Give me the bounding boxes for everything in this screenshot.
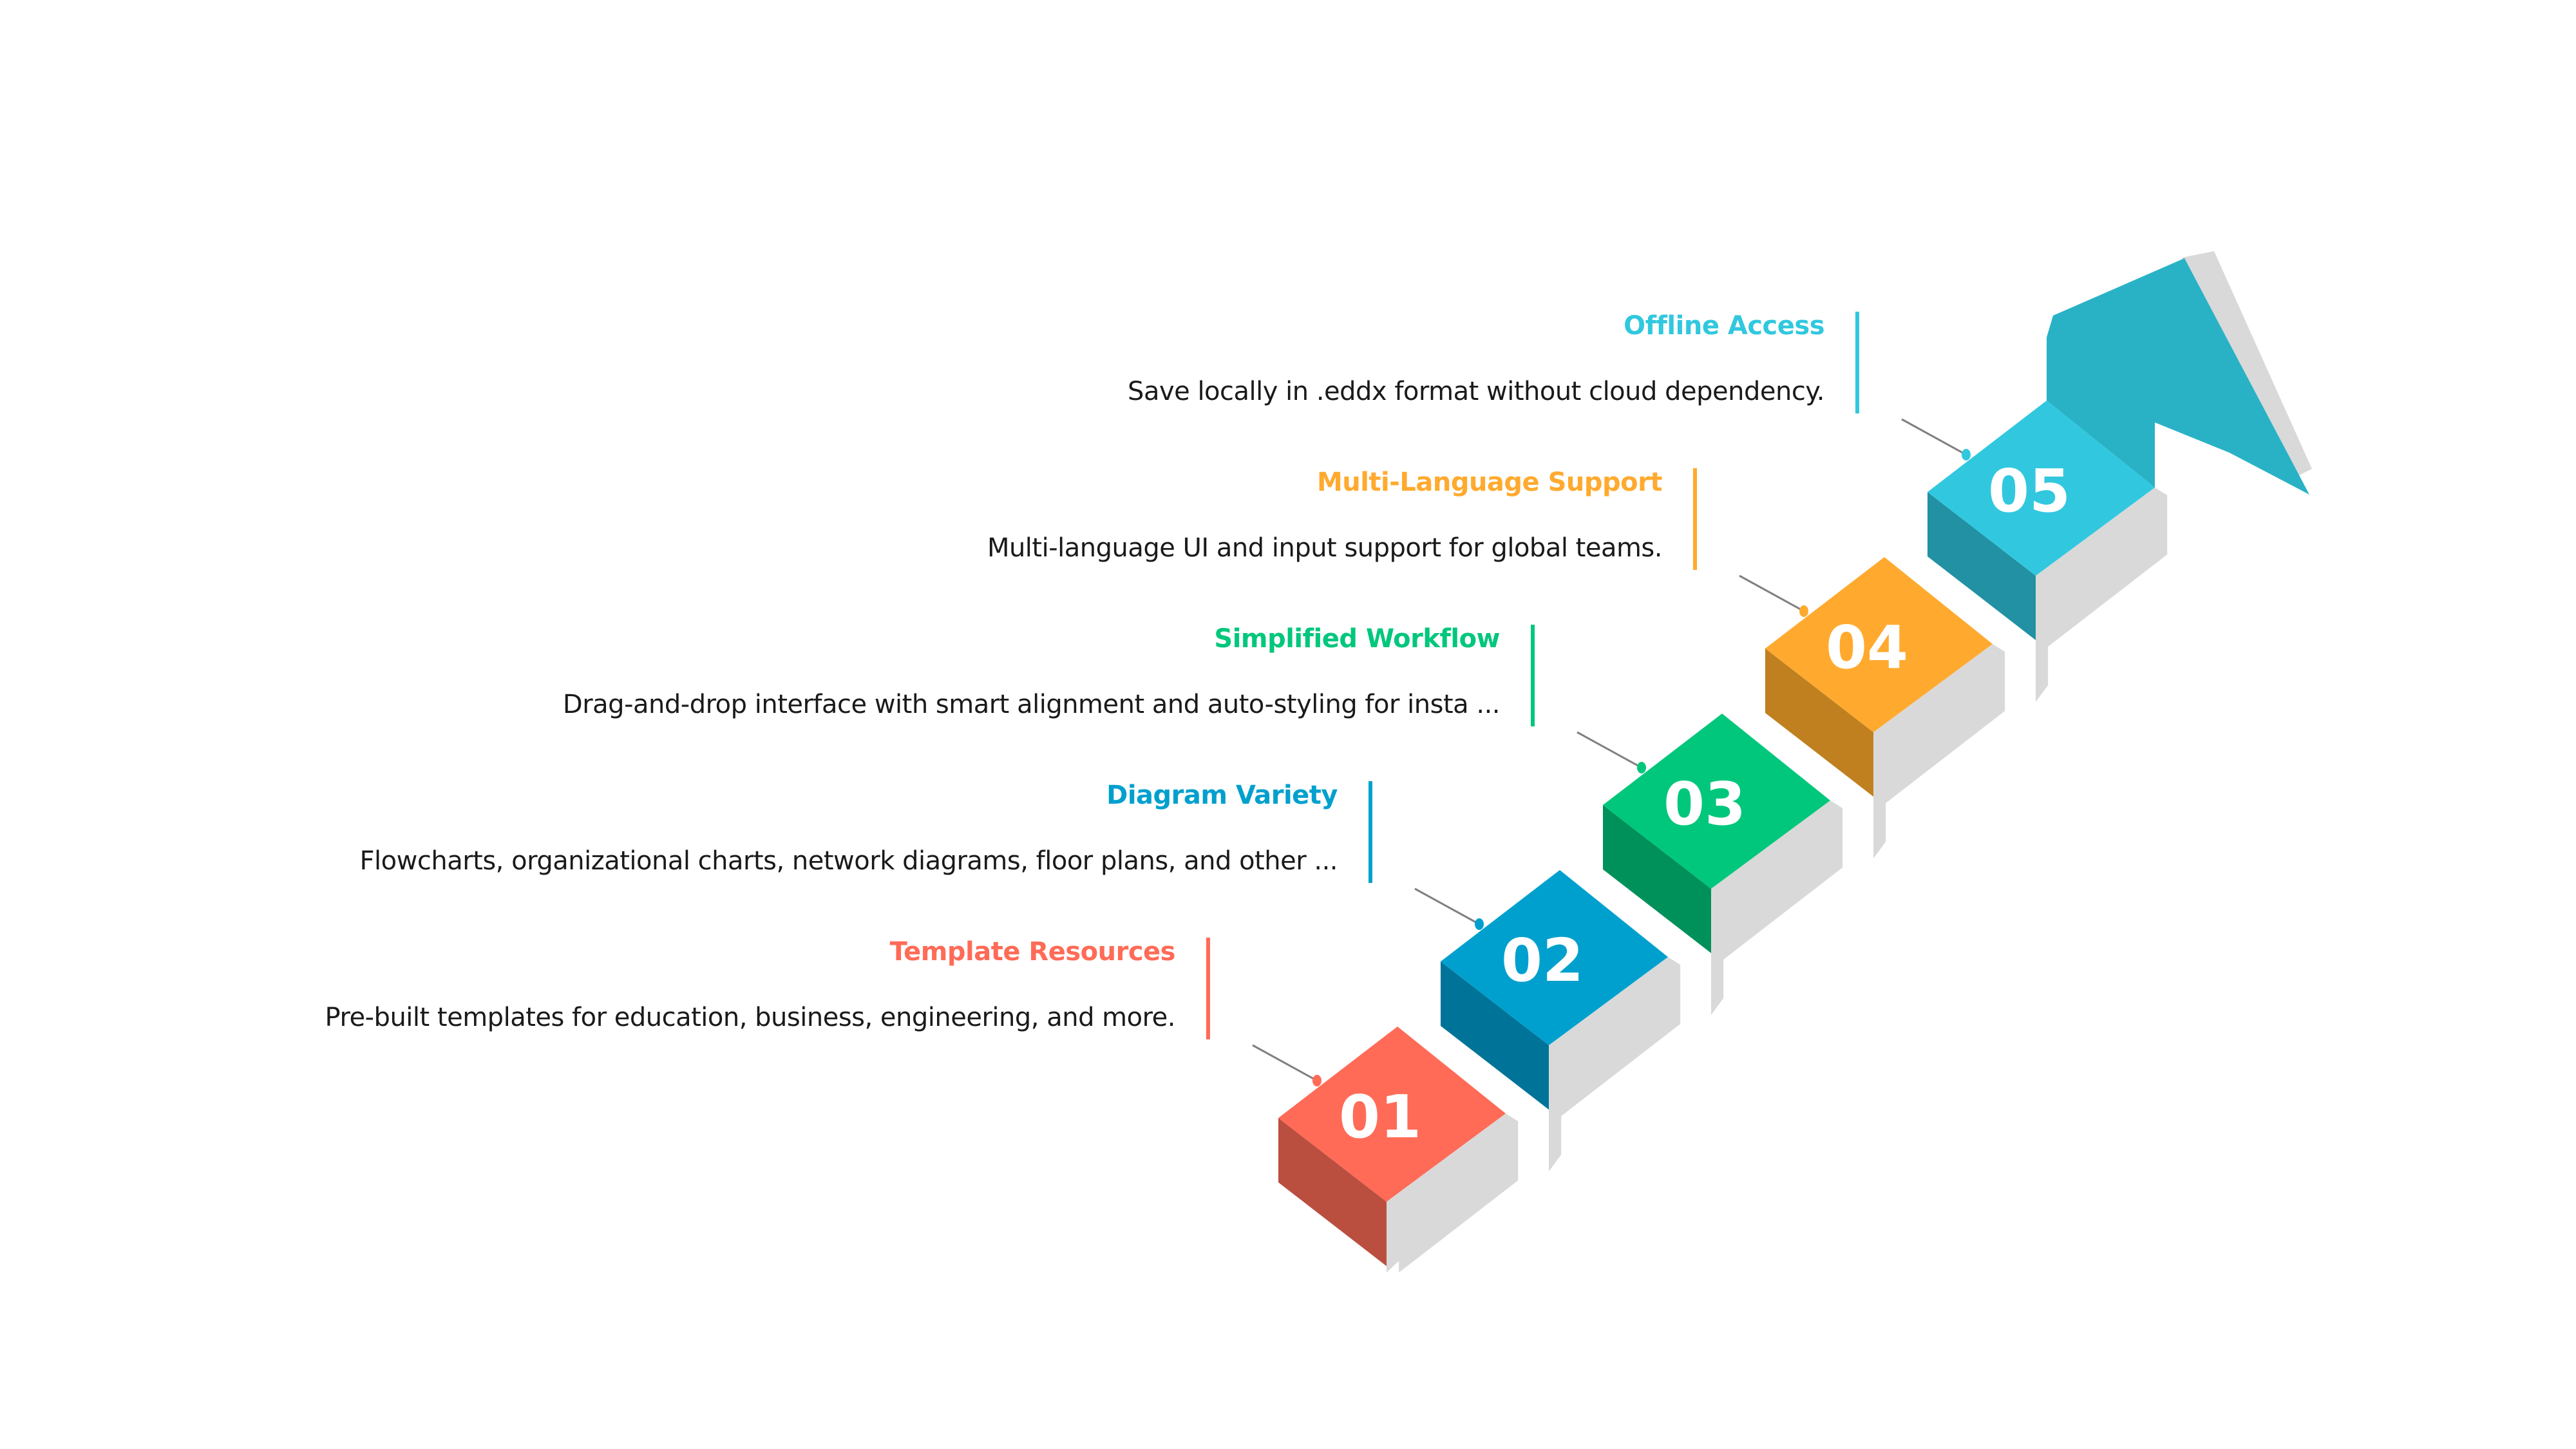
step-shadow	[1549, 957, 1681, 1171]
connector-dot	[1799, 605, 1808, 617]
step-shadow	[1711, 800, 1843, 1015]
step-riser	[1927, 492, 2036, 640]
label-accent-bar	[1531, 625, 1535, 726]
connector-dot	[1312, 1075, 1321, 1086]
step-top	[1765, 557, 1993, 732]
step-title: Diagram Variety	[1106, 781, 1338, 810]
arrow-shadow	[2182, 251, 2312, 478]
step-shadow	[2036, 488, 2168, 702]
label-accent-bar	[1368, 781, 1372, 883]
label-accent-bar	[1206, 938, 1210, 1039]
step-title: Multi-Language Support	[1316, 468, 1663, 497]
connector-dot	[1637, 762, 1646, 773]
step-top	[1441, 870, 1668, 1045]
connector-line	[1252, 1044, 1318, 1082]
connector-line	[1577, 731, 1642, 769]
connector-line	[1739, 574, 1804, 612]
step-description: Pre-built templates for education, busin…	[325, 1003, 1176, 1032]
step-description: Save locally in .eddx format without clo…	[1128, 377, 1824, 406]
step-title: Template Resources	[889, 937, 1176, 967]
step-title: Simplified Workflow	[1214, 624, 1500, 654]
connector-dot	[1475, 918, 1484, 930]
step-number: 04	[1826, 613, 1908, 682]
step-riser	[1765, 649, 1873, 797]
step-description: Flowcharts, organizational charts, netwo…	[359, 846, 1338, 876]
connector-line	[1901, 418, 1967, 456]
connector-line	[1414, 887, 1480, 925]
step-top	[1927, 401, 2155, 576]
label-accent-bar	[1693, 468, 1697, 570]
step-description: Multi-language UI and input support for …	[987, 533, 1663, 563]
connector-dot	[1962, 449, 1971, 460]
step-number: 01	[1339, 1083, 1421, 1151]
step-number: 03	[1663, 770, 1746, 838]
step-01: 01	[1278, 1027, 1506, 1266]
arrow-head	[2047, 258, 2309, 495]
step-02: 02	[1441, 870, 1668, 1110]
step-number: 02	[1501, 926, 1584, 995]
step-riser	[1441, 961, 1549, 1110]
step-04: 04	[1765, 557, 1993, 797]
label-accent-bar	[1855, 312, 1859, 413]
step-number: 05	[1988, 457, 2070, 526]
step-shadow	[1387, 1113, 1519, 1273]
step-description: Drag-and-drop interface with smart align…	[562, 690, 1501, 719]
step-title: Offline Access	[1624, 311, 1824, 341]
step-top	[1278, 1027, 1506, 1202]
step-riser	[1278, 1118, 1387, 1266]
step-shadow	[1873, 644, 2005, 858]
step-top	[1603, 714, 1830, 889]
step-05: 05	[1927, 401, 2155, 640]
step-riser	[1603, 805, 1711, 953]
step-03: 03	[1603, 714, 1830, 953]
